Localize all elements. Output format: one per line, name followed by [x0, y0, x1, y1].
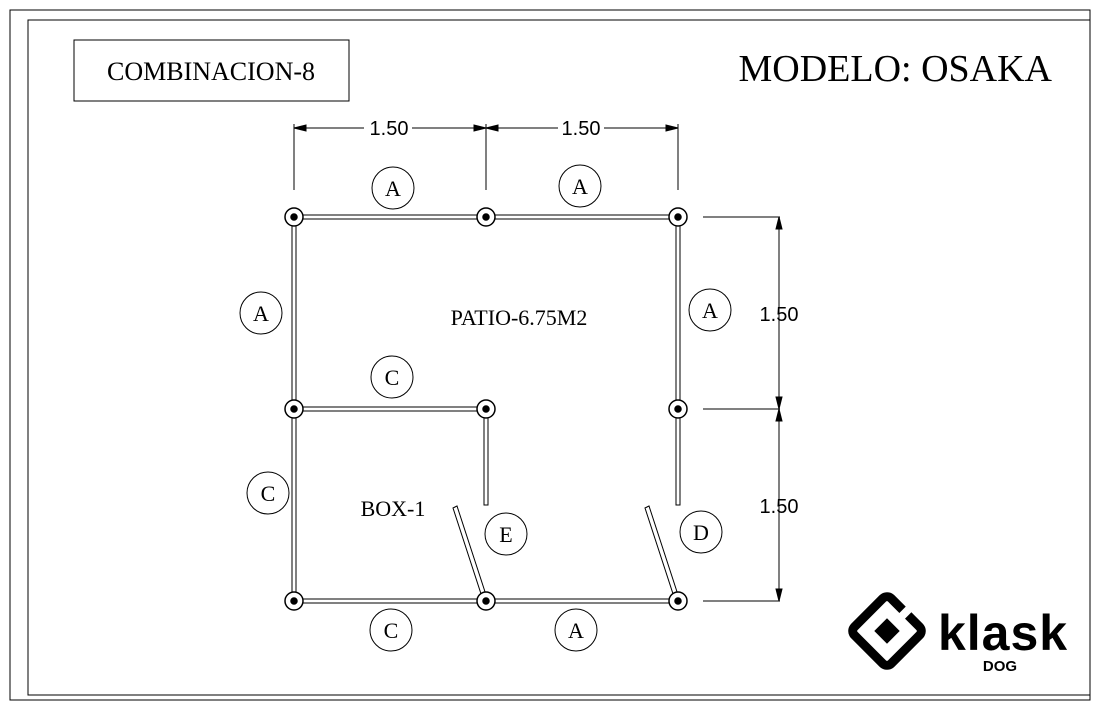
svg-text:E: E [499, 522, 512, 547]
post-mid-center [476, 399, 496, 419]
brand-logo: klask DOG [848, 592, 1068, 675]
panel-tag-right-upper: A [688, 288, 732, 332]
panel-tag-top-left: A [371, 166, 415, 210]
svg-text:A: A [253, 301, 269, 326]
svg-text:D: D [693, 520, 709, 545]
post-bottom-right [668, 591, 688, 611]
inner-frame [27, 19, 1091, 696]
panel-tag-top-right: A [558, 164, 602, 208]
svg-text:C: C [384, 618, 399, 643]
room-label-patio: PATIO-6.75M2 [451, 305, 588, 330]
post-mid-right [668, 399, 688, 419]
dimension-top-right: 1.50 [562, 118, 601, 140]
panel-tag-middle: C [370, 355, 414, 399]
post-bottom-middle [476, 591, 496, 611]
right-dimension [703, 216, 783, 602]
posts [284, 207, 688, 611]
panel-tag-left-upper: A [239, 291, 283, 335]
combination-title: COMBINACION-8 [107, 57, 315, 86]
dimension-right-upper: 1.50 [760, 304, 799, 326]
panel-tag-door-patio: D [679, 510, 723, 554]
svg-text:A: A [572, 174, 588, 199]
top-dimension [293, 124, 679, 190]
svg-text:A: A [702, 298, 718, 323]
svg-text:C: C [261, 481, 276, 506]
logo-mark-icon [848, 592, 926, 670]
room-label-box: BOX-1 [361, 496, 426, 521]
post-bottom-left [284, 591, 304, 611]
panel-tag-door-box: E [484, 512, 528, 556]
svg-text:C: C [385, 365, 400, 390]
panel-tag-left-lower: C [246, 471, 290, 515]
logo-brand: klask [938, 605, 1068, 661]
post-top-left [284, 207, 304, 227]
dimension-right-lower: 1.50 [760, 496, 799, 518]
title-box [73, 39, 350, 102]
dimension-top-left: 1.50 [370, 118, 409, 140]
logo-sub: DOG [983, 658, 1017, 675]
post-mid-left [284, 399, 304, 419]
panel-tag-bottom-left: C [369, 608, 413, 652]
model-title: MODELO: OSAKA [739, 48, 1053, 90]
panel-tag-bottom-right: A [554, 608, 598, 652]
post-top-right [668, 207, 688, 227]
svg-text:A: A [385, 176, 401, 201]
svg-text:A: A [568, 618, 584, 643]
outer-frame [9, 9, 1091, 701]
post-top-middle [476, 207, 496, 227]
